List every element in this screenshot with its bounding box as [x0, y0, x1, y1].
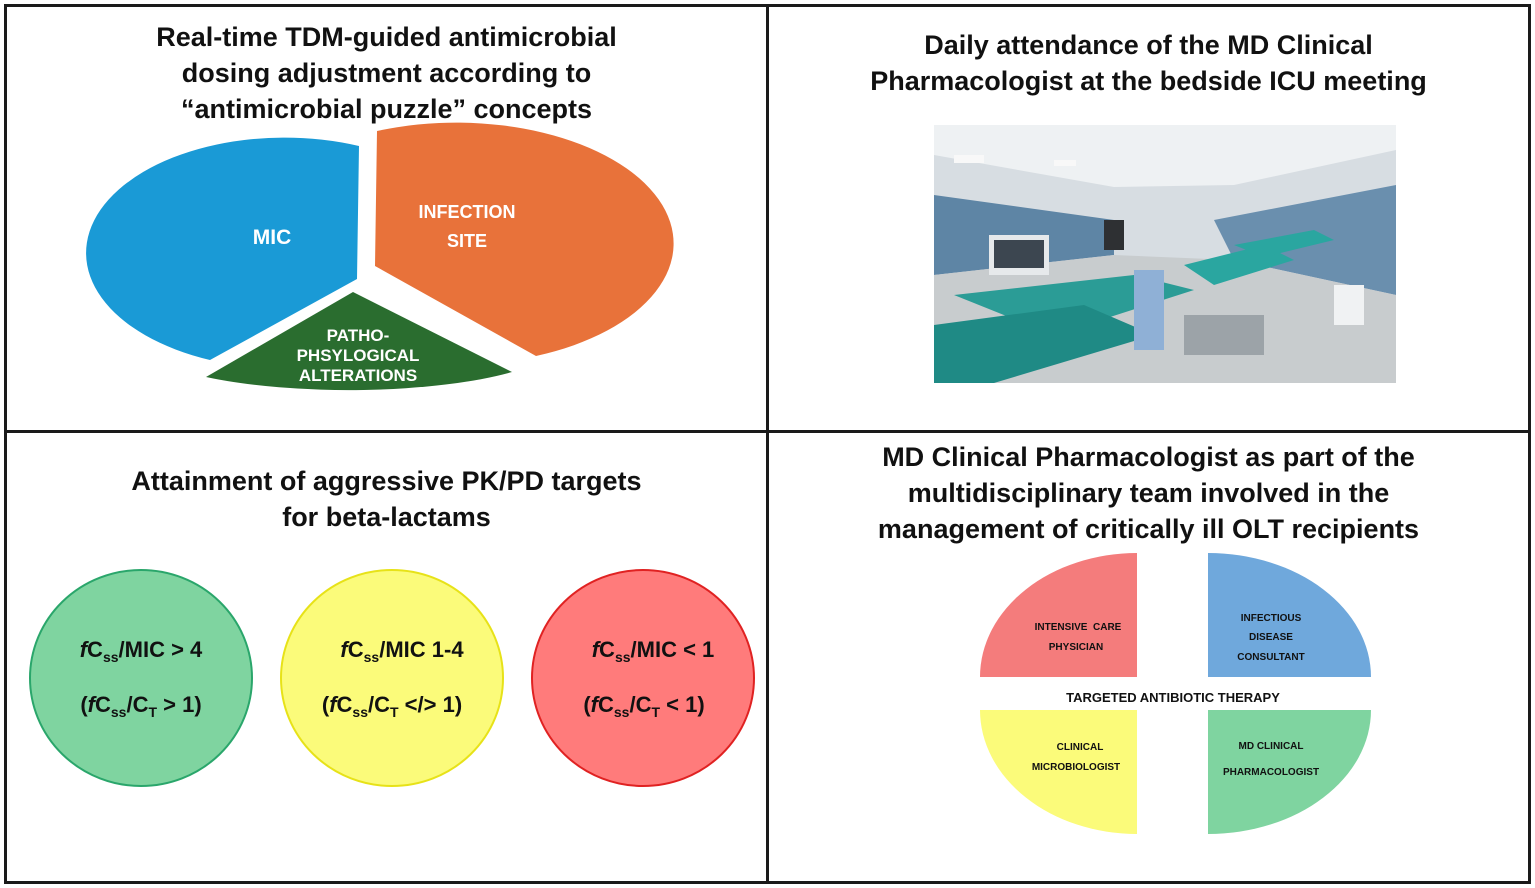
quadrant-microbiologist — [980, 710, 1137, 834]
ratio-line2-mid: (fCss/CT </> 1) — [321, 692, 463, 720]
slice-label-phsylogical: PHSYLOGICAL — [297, 346, 420, 365]
panel-title: Real-time TDM-guided antimicrobial dosin… — [156, 22, 617, 124]
panel-pkpd-targets: Attainment of aggressive PK/PD targets f… — [4, 430, 769, 884]
panel-title: Attainment of aggressive PK/PD targets f… — [131, 466, 642, 532]
quadrant-label-pharmacologist-1: MD CLINICAL — [1239, 741, 1304, 752]
pie-slice-mic — [86, 137, 359, 360]
center-label: TARGETED ANTIBIOTIC THERAPY — [1066, 690, 1280, 705]
quadrant-label-microbiologist-2: MICROBIOLOGIST — [1032, 762, 1120, 773]
quadrant-infectious-disease — [1208, 553, 1371, 677]
quadrant-label-infectious-3: CONSULTANT — [1237, 652, 1304, 663]
puzzle-pie-chart: MIC INFECTION SITE PATHO- PHSYLOGICAL AL… — [86, 122, 674, 391]
slice-label-infection: INFECTION — [419, 202, 516, 222]
quadrant-intensive-care — [980, 553, 1137, 677]
quadrant-label-pharmacologist-2: PHARMACOLOGIST — [1223, 767, 1319, 778]
ratio-line1-mid: fCss/MIC 1-4 — [340, 637, 464, 665]
target-circle-mid — [280, 569, 504, 787]
panel-antimicrobial-puzzle: Real-time TDM-guided antimicrobial dosin… — [4, 4, 769, 433]
ratio-line2-low: (fCss/CT < 1) — [583, 692, 705, 720]
target-circle-low — [531, 569, 755, 787]
panel-bedside-meeting: Daily attendance of the MD Clinical Phar… — [766, 4, 1531, 433]
ratio-line1-high: fCss/MIC > 4 — [79, 637, 203, 665]
quadrant-label-infectious-2: DISEASE — [1249, 632, 1293, 643]
pie-slice-pathophysiological — [206, 292, 512, 391]
panel-title: MD Clinical Pharmacologist as part of th… — [877, 442, 1420, 544]
slice-label-patho: PATHO- — [327, 326, 390, 345]
quadrant-label-infectious-1: INFECTIOUS — [1241, 613, 1302, 624]
ratio-line2-high: (fCss/CT > 1) — [80, 692, 202, 720]
quadrant-label-intensive-2: PHYSICIAN — [1049, 642, 1103, 653]
target-circles — [29, 569, 755, 787]
pie-slice-infection-site — [375, 122, 674, 356]
team-quadrant-diagram: INTENSIVE CARE PHYSICIAN INFECTIOUS DISE… — [980, 553, 1371, 834]
ratio-line1-low: fCss/MIC < 1 — [591, 637, 715, 665]
slice-label-mic: MIC — [253, 226, 292, 249]
quadrant-clinical-pharmacologist — [1208, 710, 1371, 834]
panel-title: Daily attendance of the MD Clinical Phar… — [870, 30, 1427, 96]
slice-label-site: SITE — [447, 231, 487, 251]
icu-room-photo — [934, 125, 1396, 383]
quadrant-label-microbiologist-1: CLINICAL — [1057, 742, 1104, 753]
slice-label-alterations: ALTERATIONS — [299, 366, 417, 385]
panel-multidisciplinary-team: MD Clinical Pharmacologist as part of th… — [766, 430, 1531, 884]
target-circle-high — [29, 569, 253, 787]
quadrant-label-intensive-1: INTENSIVE CARE — [1035, 622, 1122, 633]
